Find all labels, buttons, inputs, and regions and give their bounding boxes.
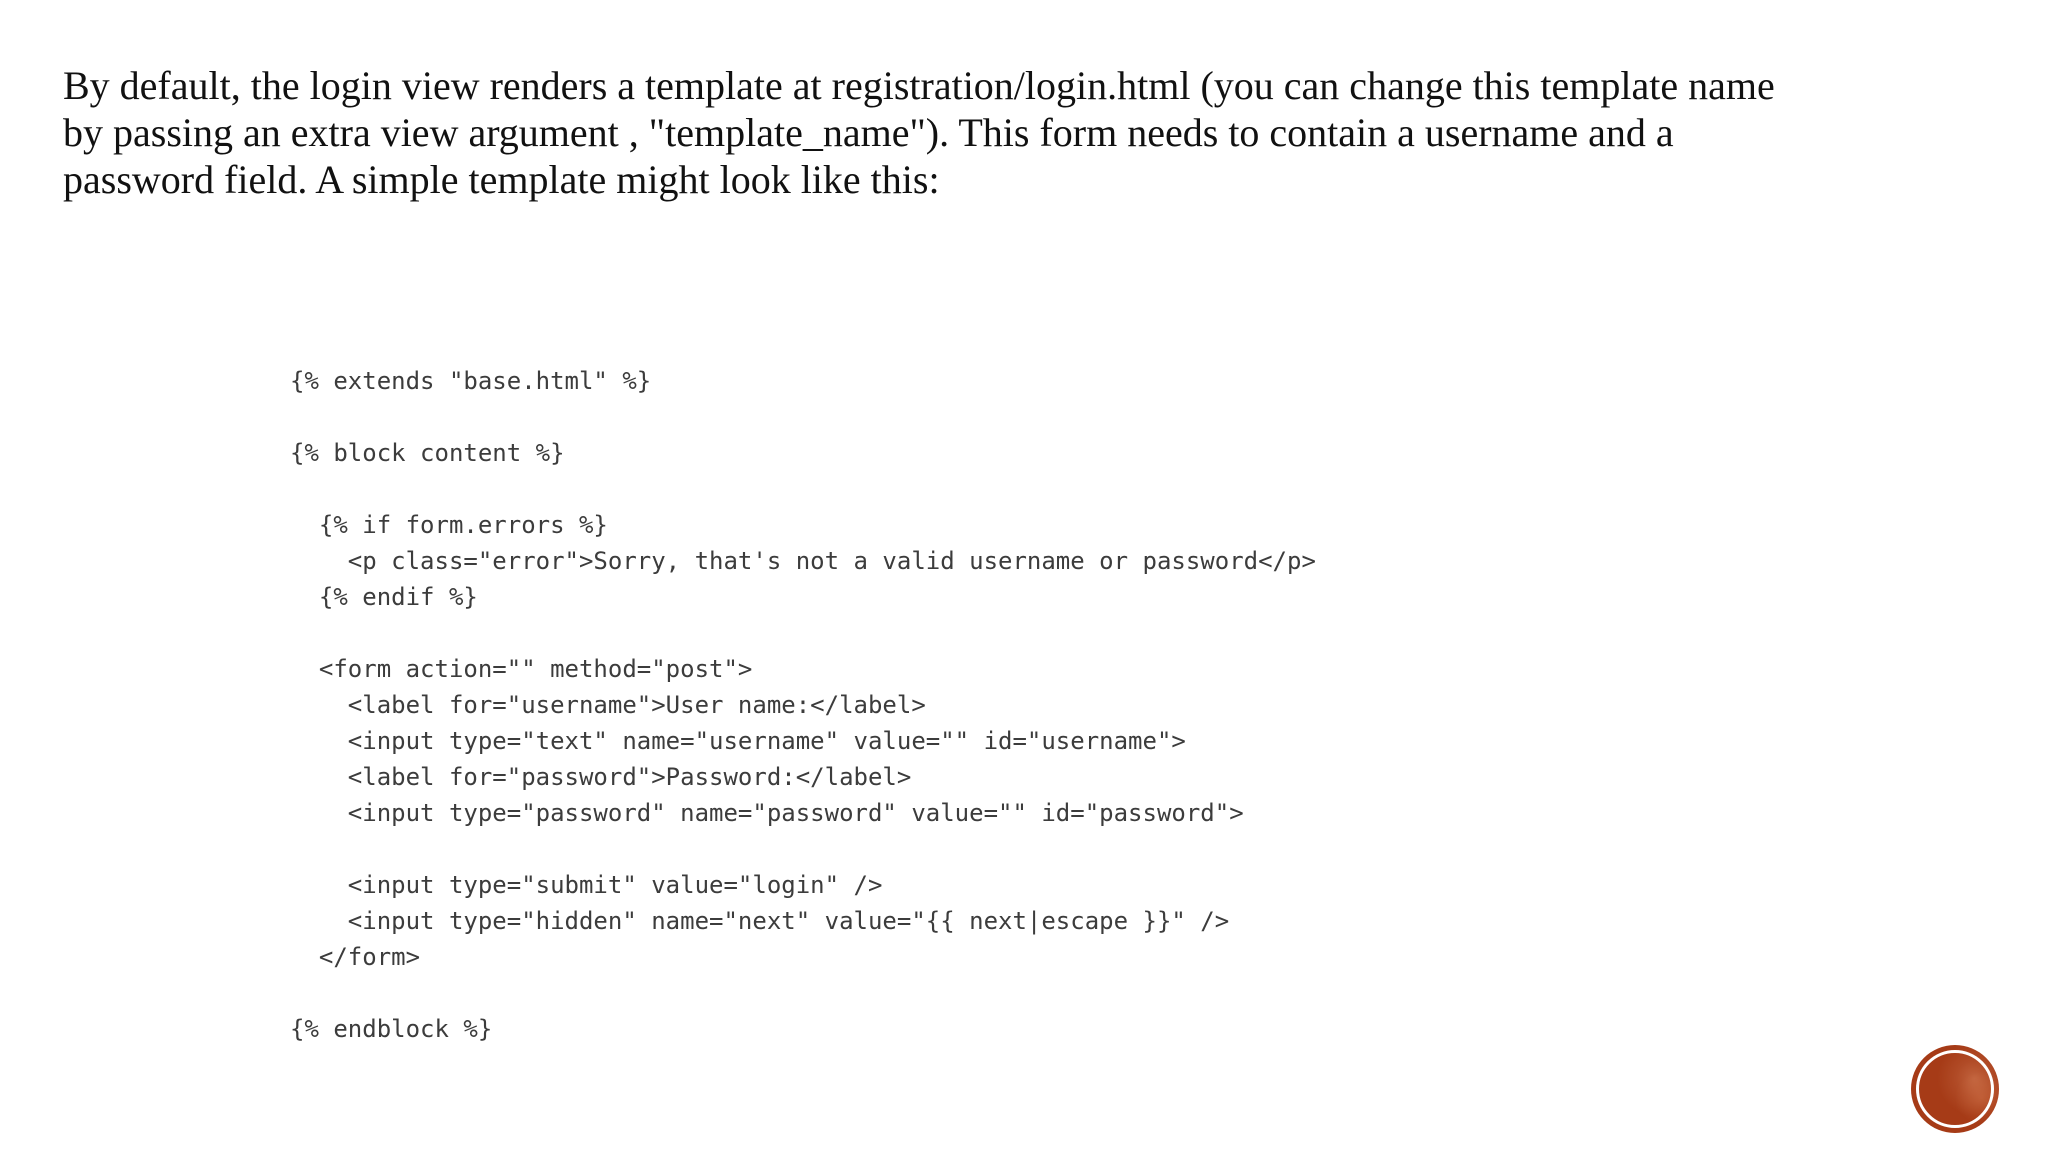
seal-inner-ring xyxy=(1916,1050,1994,1128)
intro-paragraph: By default, the login view renders a tem… xyxy=(63,63,1775,202)
code-block-login-template: {% extends "base.html" %} {% block conte… xyxy=(290,367,1316,1043)
red-seal-icon xyxy=(1911,1045,1999,1133)
